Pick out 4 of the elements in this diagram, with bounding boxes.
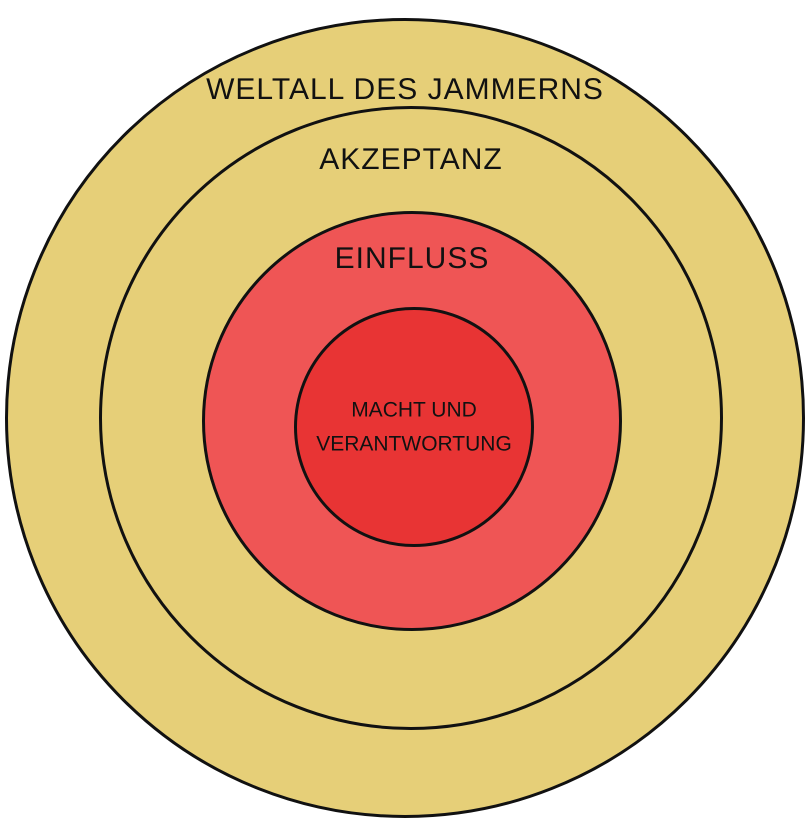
ring-label: EINFLUSS	[334, 242, 490, 276]
ring-label: WELTALL DES JAMMERNS	[205, 73, 605, 107]
ring-label: AKZEPTANZ	[318, 143, 504, 177]
ring-label: MACHT UND VERANTWORTUNG	[315, 397, 513, 457]
